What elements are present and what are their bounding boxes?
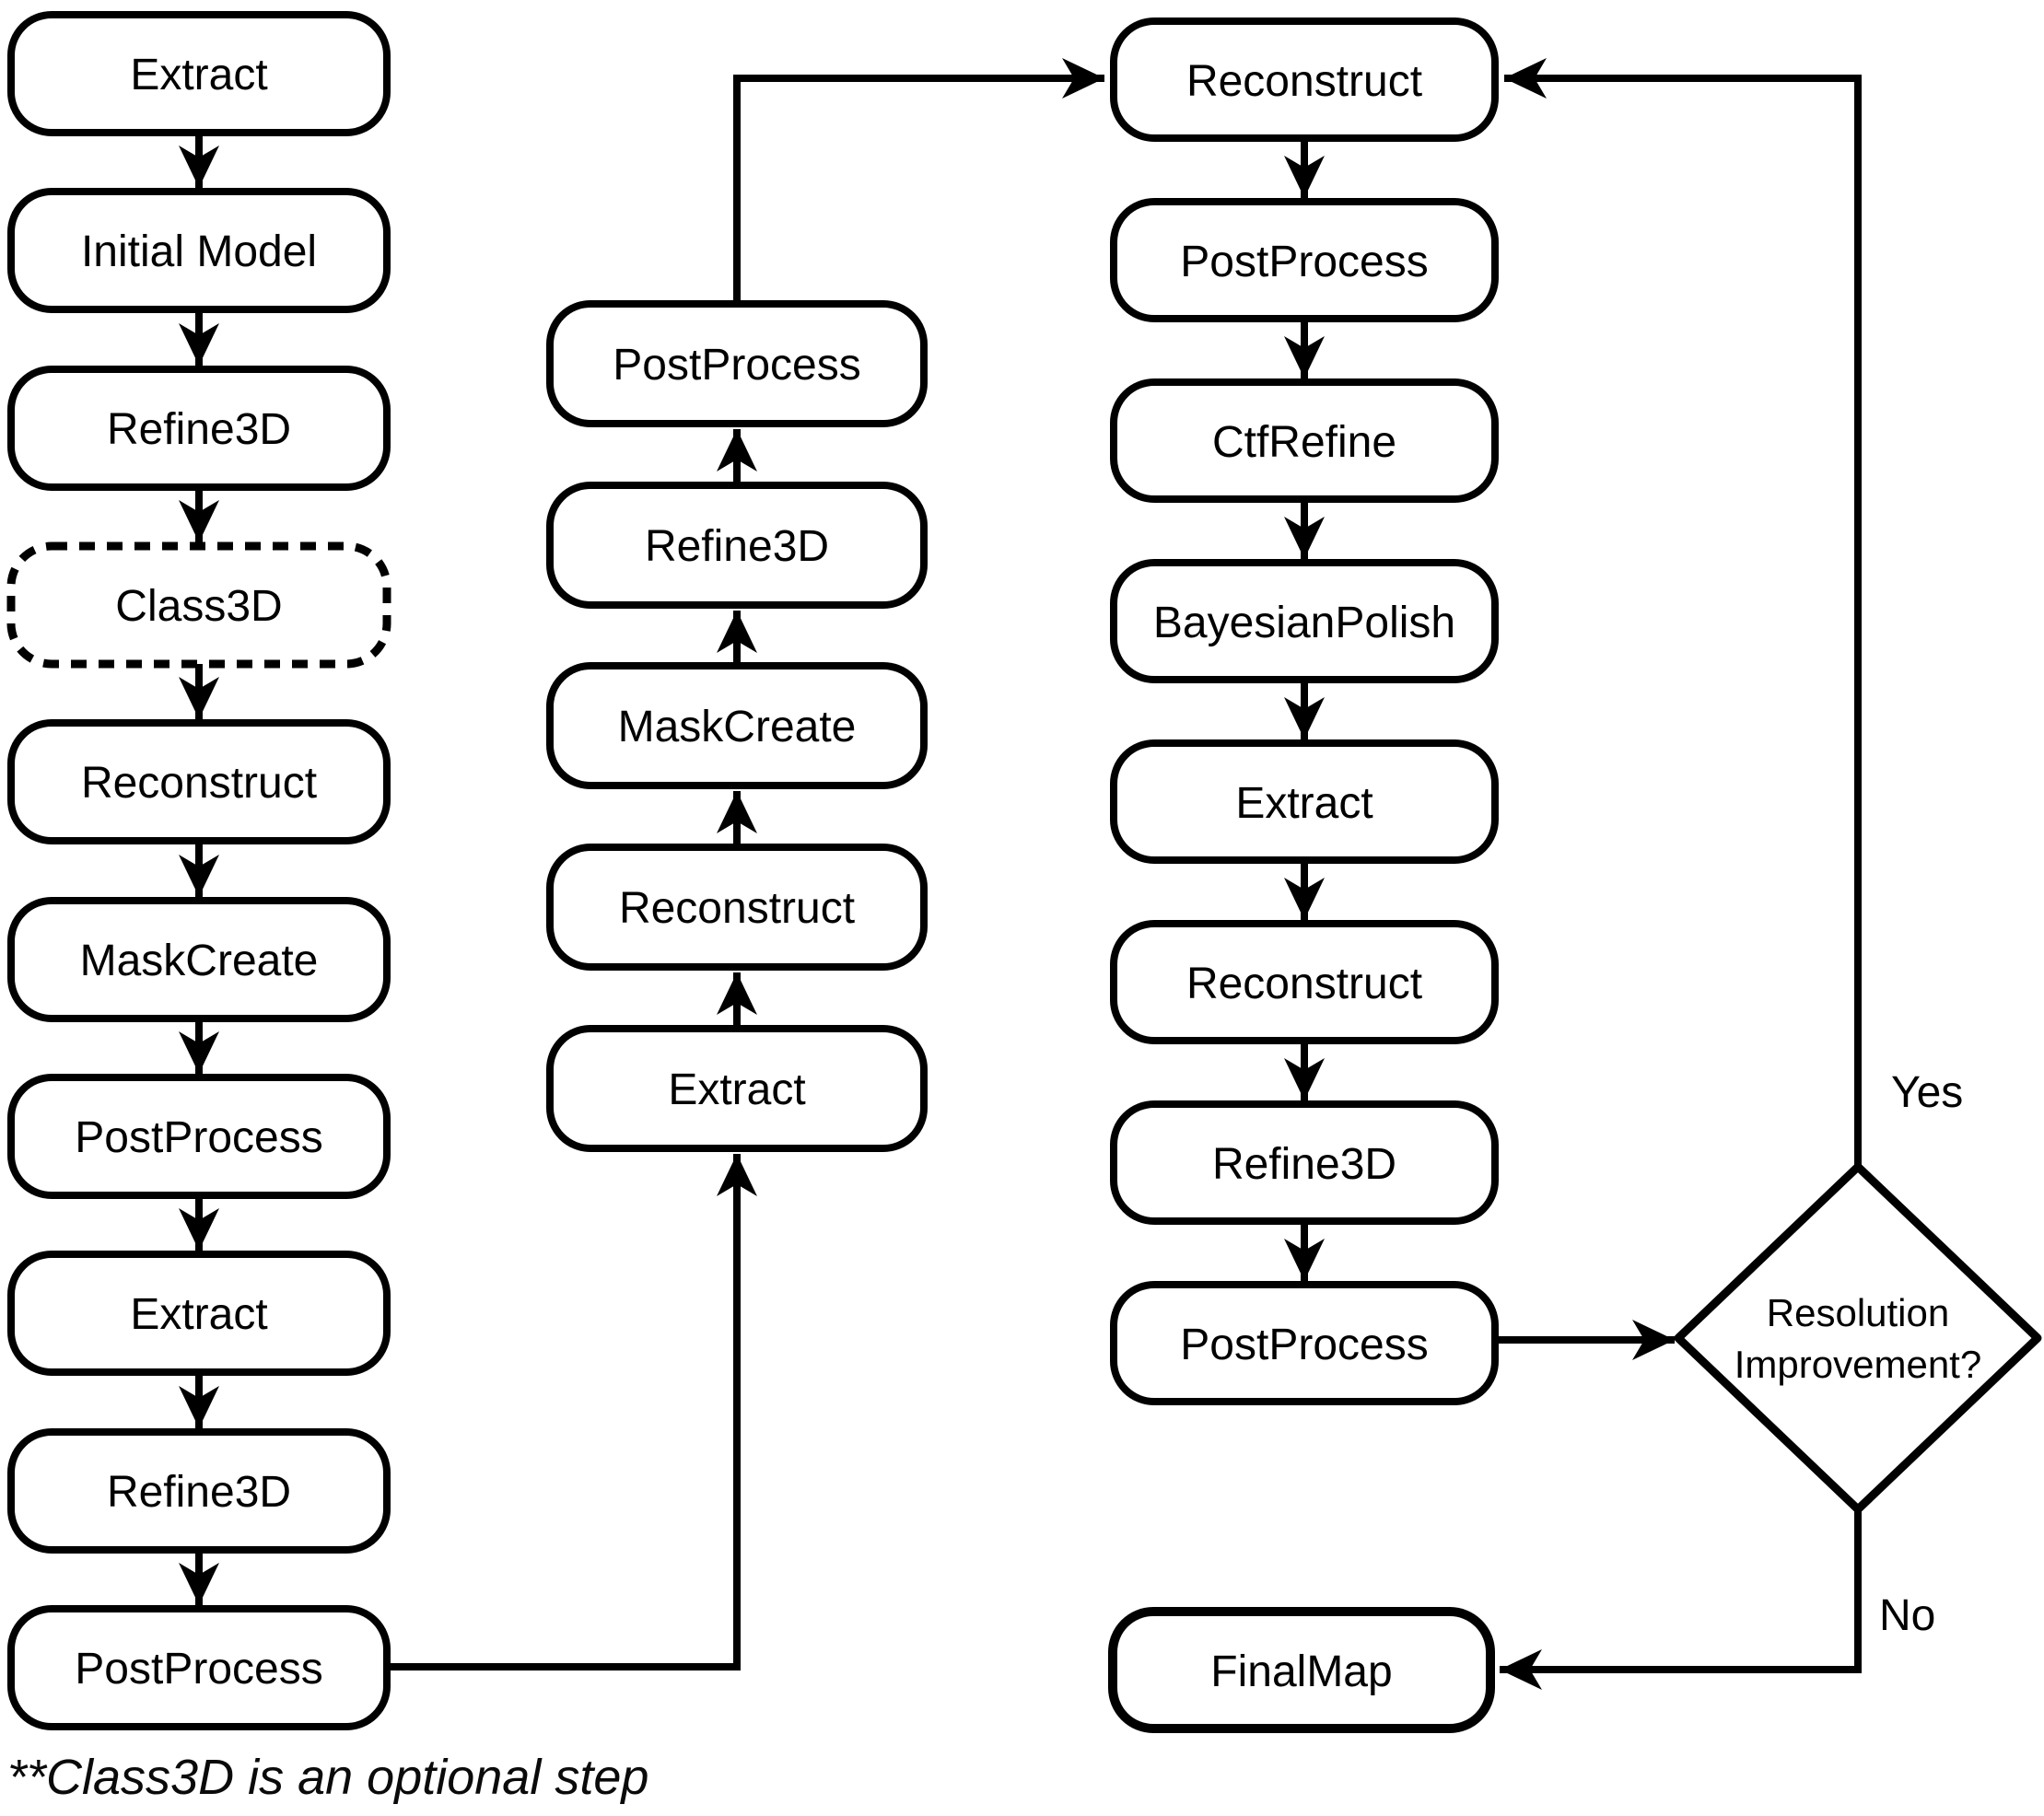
node-reconstruct-3-label: Reconstruct xyxy=(1186,57,1422,106)
decision-label-line2: Improvement? xyxy=(1734,1343,1981,1386)
node-postprocess-2-label: PostProcess xyxy=(75,1645,322,1694)
node-extract-4-label: Extract xyxy=(1235,779,1372,828)
connector-no-branch xyxy=(1500,1509,1862,1690)
node-refine3d-4-label: Refine3D xyxy=(1212,1140,1396,1189)
node-reconstruct-1-label: Reconstruct xyxy=(81,759,317,808)
node-reconstruct-2-label: Reconstruct xyxy=(619,884,855,933)
node-class3d-optional-box xyxy=(6,541,391,669)
footnote-text: **Class3D is an optional step xyxy=(7,1750,648,1805)
decision-diamond xyxy=(1674,1162,2042,1514)
node-refine3d-1-label: Refine3D xyxy=(107,405,291,454)
node-postprocess-4-label: PostProcess xyxy=(1180,238,1428,286)
node-extract-3-label: Extract xyxy=(668,1065,805,1114)
node-finalmap-box xyxy=(1108,1607,1495,1733)
connector-middle-to-right xyxy=(733,58,1104,304)
no-branch-label: No xyxy=(1879,1591,1935,1640)
node-finalmap-label: FinalMap xyxy=(1210,1647,1392,1696)
node-maskcreate-1-label: MaskCreate xyxy=(80,937,319,985)
node-refine3d-3-label: Refine3D xyxy=(645,522,829,571)
node-ctfrefine-label: CtfRefine xyxy=(1212,418,1396,467)
yes-branch-label: Yes xyxy=(1891,1068,1963,1117)
middle-column: PostProcess Refine3D MaskCreate Reconstr… xyxy=(387,58,1104,1670)
node-initial-model-label: Initial Model xyxy=(81,227,317,276)
decision-label-line1: Resolution xyxy=(1767,1291,1949,1334)
connector-yes-loop xyxy=(1504,58,1862,1167)
right-column: Reconstruct PostProcess CtfRefine Bayesi… xyxy=(1110,17,1499,1405)
node-postprocess-5-label: PostProcess xyxy=(1180,1321,1428,1369)
node-class3d-label: Class3D xyxy=(115,582,282,631)
left-column: Extract Initial Model Refine3D Class3D R… xyxy=(6,11,391,1730)
decision-section: Resolution Improvement? Yes No FinalMap xyxy=(1108,58,2042,1733)
node-postprocess-1-label: PostProcess xyxy=(75,1113,322,1162)
node-extract-2-label: Extract xyxy=(130,1290,267,1339)
node-bayesianpolish-label: BayesianPolish xyxy=(1153,599,1455,647)
node-maskcreate-2-label: MaskCreate xyxy=(618,703,857,751)
node-extract-1-label: Extract xyxy=(130,51,267,99)
node-reconstruct-4-label: Reconstruct xyxy=(1186,960,1422,1008)
connector-left-to-middle xyxy=(387,1154,757,1670)
node-postprocess-3-label: PostProcess xyxy=(613,341,860,390)
node-refine3d-2-label: Refine3D xyxy=(107,1468,291,1517)
